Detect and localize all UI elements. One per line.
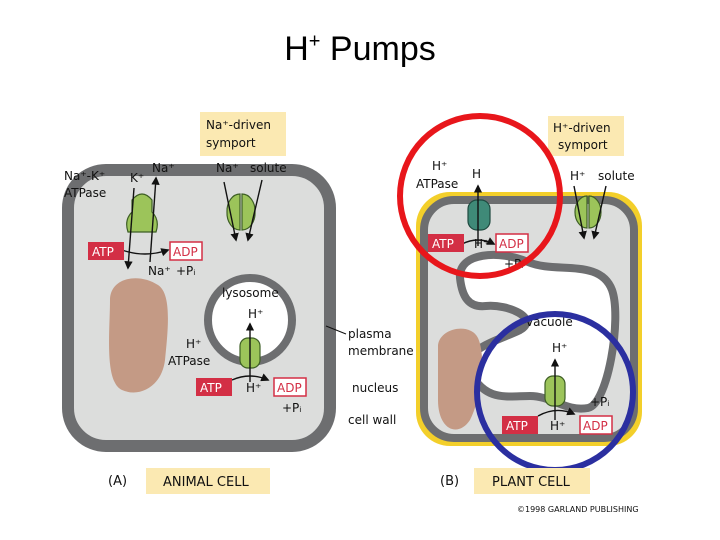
na-out-arrow — [149, 176, 160, 263]
lyso-atp-label: ATP — [200, 381, 222, 395]
na-k-atpase-protein — [126, 193, 158, 233]
animal-atp-box — [88, 242, 124, 260]
title-base: H — [284, 30, 309, 68]
animal-cell-label-box — [146, 468, 270, 494]
h-symport-label-box — [548, 116, 624, 156]
plasma-membrane-label-1: plasma — [348, 327, 392, 341]
plant-adp-box — [495, 233, 529, 253]
na-symport-arrow-2 — [245, 179, 263, 242]
nucleus-label: nucleus — [352, 381, 398, 395]
lyso-h2-label: H⁺ — [246, 381, 261, 395]
na-symport-label-box — [200, 112, 286, 156]
lyso-atp-box — [196, 378, 232, 396]
plant-h-in-label: H⁺ — [474, 237, 489, 251]
na-symport-arrow-1 — [223, 181, 239, 242]
plant-h-out-label: H — [472, 167, 481, 181]
copyright: ©1998 GARLAND PUBLISHING — [517, 505, 639, 514]
plasma-membrane-label-2: membrane — [348, 344, 414, 358]
vacuole-atp-box — [502, 416, 538, 434]
panel-b-letter: (B) — [440, 474, 459, 489]
slide-title: H+ Pumps — [0, 30, 720, 69]
lyso-adp-box — [273, 377, 307, 397]
plant-nucleus — [438, 328, 483, 430]
lyso-atpase-label-1: H⁺ — [186, 337, 201, 351]
h-symport-title-2: symport — [558, 138, 608, 152]
title-sup: + — [308, 30, 321, 53]
animal-atp-label: ATP — [92, 245, 114, 259]
lysosome-h-label: H⁺ — [248, 307, 263, 321]
vacuole-h2-label: H⁺ — [550, 419, 565, 433]
na-k-atpase-label-1: Na⁺-K⁺ — [64, 169, 105, 183]
lyso-adp-label: ADP — [277, 381, 302, 395]
plant-atpase-protein — [467, 199, 491, 231]
lysosome-label: lysosome — [222, 286, 279, 300]
plant-atp-arrow — [461, 237, 496, 245]
h-symport-arrow-1 — [573, 185, 587, 240]
plant-solute-label: solute — [598, 169, 635, 183]
plant-atp-box — [428, 234, 464, 252]
animal-cell-label: ANIMAL CELL — [163, 475, 249, 490]
plant-cell-label: PLANT CELL — [492, 475, 571, 490]
vacuole-atp-arrow — [537, 407, 576, 417]
animal-adp-box — [169, 241, 203, 261]
vacuole-h-label: H⁺ — [552, 341, 567, 355]
lyso-atp-arrow — [231, 373, 270, 382]
na-out-label: Na⁺ — [152, 161, 175, 175]
h-symport-title-1: H⁺-driven — [553, 121, 611, 135]
na-symport-title-1: Na⁺-driven — [206, 118, 271, 132]
plasma-membrane-pointer — [325, 325, 347, 335]
cell-wall-label: cell wall — [348, 413, 396, 427]
k-ion-label: K⁺ — [130, 171, 144, 185]
animal-adp-label: ADP — [173, 245, 198, 259]
vacuole-pi-label: +Pᵢ — [590, 395, 609, 409]
panel-a-letter: (A) — [108, 474, 127, 489]
plant-h-symport-label: H⁺ — [570, 169, 585, 183]
lyso-atpase-label-2: ATPase — [168, 354, 210, 368]
animal-nucleus — [109, 278, 168, 393]
plant-atpase-label-1: H⁺ — [432, 159, 447, 173]
h-symport-arrow-2 — [591, 185, 607, 240]
animal-pi-label: +Pᵢ — [176, 264, 195, 278]
na-k-atp-arrow — [121, 248, 170, 257]
plant-atpase-label-2: ATPase — [416, 177, 458, 191]
vacuole-adp-label: ADP — [583, 419, 608, 433]
na-in-label: Na⁺ — [148, 264, 171, 278]
title-rest: Pumps — [320, 30, 436, 68]
na-symport-title-2: symport — [206, 136, 256, 150]
k-in-arrow — [124, 187, 135, 270]
vacuole-adp-box — [579, 415, 613, 435]
animal-solute-label: solute — [250, 161, 287, 175]
highlight-red-circle — [397, 113, 563, 279]
vacuole — [456, 250, 620, 413]
plant-atp-label: ATP — [432, 237, 454, 251]
plant-adp-label: ADP — [499, 237, 524, 251]
plant-cell-label-box — [474, 468, 590, 494]
na-k-atpase-label-2: ATPase — [64, 186, 106, 200]
vacuole-atp-label: ATP — [506, 419, 528, 433]
na-symport-na-label: Na⁺ — [216, 161, 239, 175]
lyso-pi-label: +Pᵢ — [282, 401, 301, 415]
